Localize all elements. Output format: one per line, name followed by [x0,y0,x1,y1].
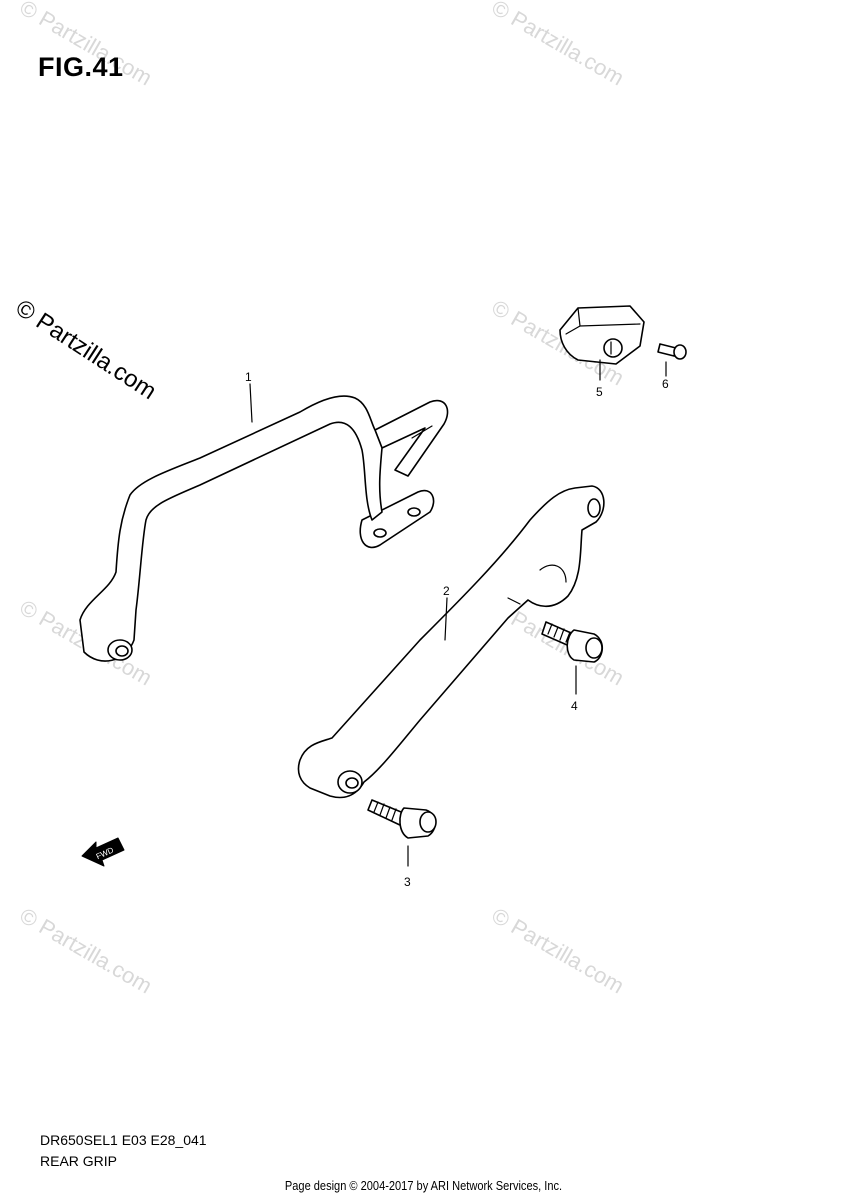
figure-title: FIG.41 [38,52,124,82]
callout-4: 4 [571,699,578,713]
watermark-dark: © Partzilla.com [11,294,161,405]
watermark: © Partzilla.com [16,903,157,999]
callout-2: 2 [443,584,450,598]
section-name: REAR GRIP [40,1153,118,1169]
part-5-reflector[interactable] [559,305,645,381]
part-4-bolt[interactable] [541,621,604,695]
part-6-screw[interactable] [657,343,687,377]
fwd-arrow-icon: FWD [81,837,125,867]
callout-3: 3 [404,875,411,889]
part-2-rear-grip-right[interactable] [297,485,605,799]
callout-1: 1 [245,370,252,384]
watermark: © Partzilla.com [488,903,629,999]
part-1-rear-grip-left[interactable] [79,395,449,662]
callout-5: 5 [596,385,603,399]
part-3-bolt[interactable] [367,799,437,867]
model-code: DR650SEL1 E03 E28_041 [40,1132,207,1148]
callout-6: 6 [662,377,669,391]
footer-copyright: Page design © 2004-2017 by ARI Network S… [284,1178,563,1193]
watermark: © Partzilla.com [488,0,629,90]
